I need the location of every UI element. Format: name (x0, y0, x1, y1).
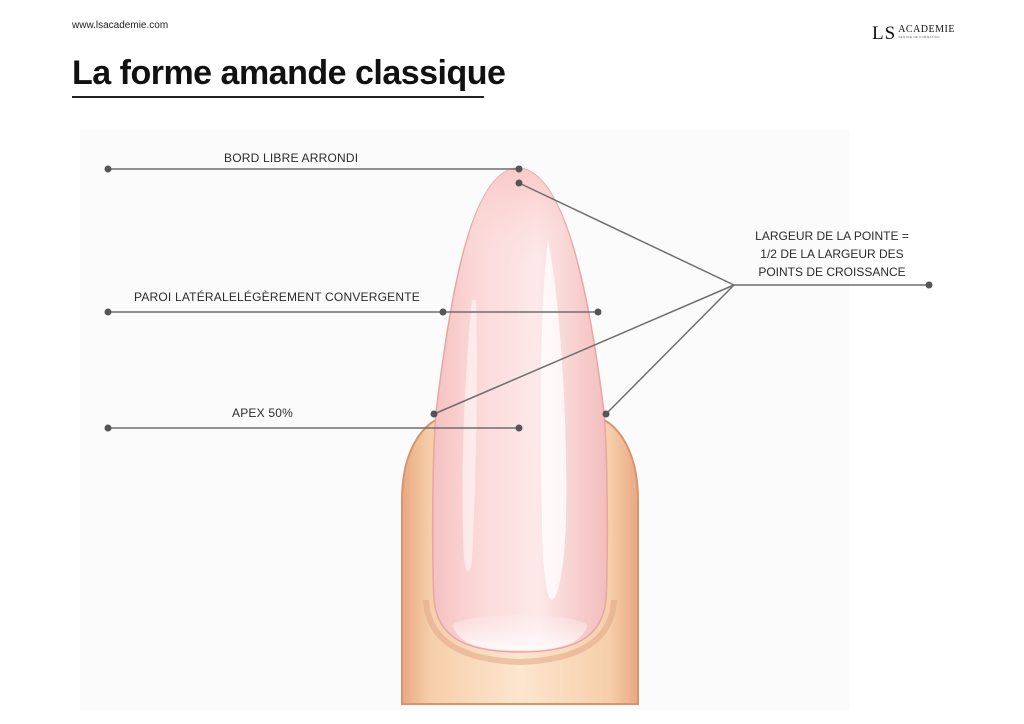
dot-paroi-right (594, 308, 602, 316)
site-url[interactable]: www.lsacademie.com (72, 20, 169, 31)
dot-bord-left (104, 165, 112, 173)
pointer-largeur-left (433, 284, 735, 415)
lunula (452, 615, 588, 650)
dot-largeur-right (925, 281, 933, 289)
label-apex: APEX 50% (232, 406, 293, 420)
pointer-largeur-right (605, 284, 735, 415)
label-largeur-line-3: POINTS DE CROISSANCE (758, 265, 906, 279)
logo-right-block: ACADEMIE CENTRE DE FORMATION (898, 24, 955, 39)
dot-apex-left (104, 424, 112, 432)
page-title: La forme amande classique (72, 54, 506, 92)
pointer-largeur-tip (518, 182, 735, 286)
dot-growth-right (602, 410, 610, 418)
nail-shine-side (462, 300, 477, 572)
dot-bord-tip (515, 165, 523, 173)
nail-shine-main (540, 240, 567, 600)
label-largeur-line-1: LARGEUR DE LA POINTE = (755, 229, 909, 243)
logo-academie-text: ACADEMIE (898, 24, 955, 35)
dot-paroi-left (104, 308, 112, 316)
title-underline (72, 96, 484, 98)
pointer-dots (104, 165, 933, 432)
label-largeur-pointe: LARGEUR DE LA POINTE = 1/2 DE LA LARGEUR… (747, 227, 917, 281)
dot-apex-right (515, 424, 523, 432)
pointer-lines (108, 168, 929, 429)
nail-fold (423, 599, 617, 666)
nail-tip-tint (436, 168, 604, 412)
dot-paroi-mid (439, 308, 447, 316)
logo-ls-text: LS (872, 23, 897, 44)
label-bord-libre: BORD LIBRE ARRONDI (224, 151, 359, 165)
label-largeur-line-2: 1/2 DE LA LARGEUR DES (760, 247, 904, 261)
brand-logo: LS ACADEMIE CENTRE DE FORMATION (872, 24, 955, 44)
label-paroi-laterale: PAROI LATÉRALELÉGÈREMENT CONVERGENTE (134, 290, 420, 304)
dot-growth-left (430, 410, 438, 418)
logo-tagline: CENTRE DE FORMATION (898, 35, 940, 39)
dot-tip-inner (515, 179, 523, 187)
